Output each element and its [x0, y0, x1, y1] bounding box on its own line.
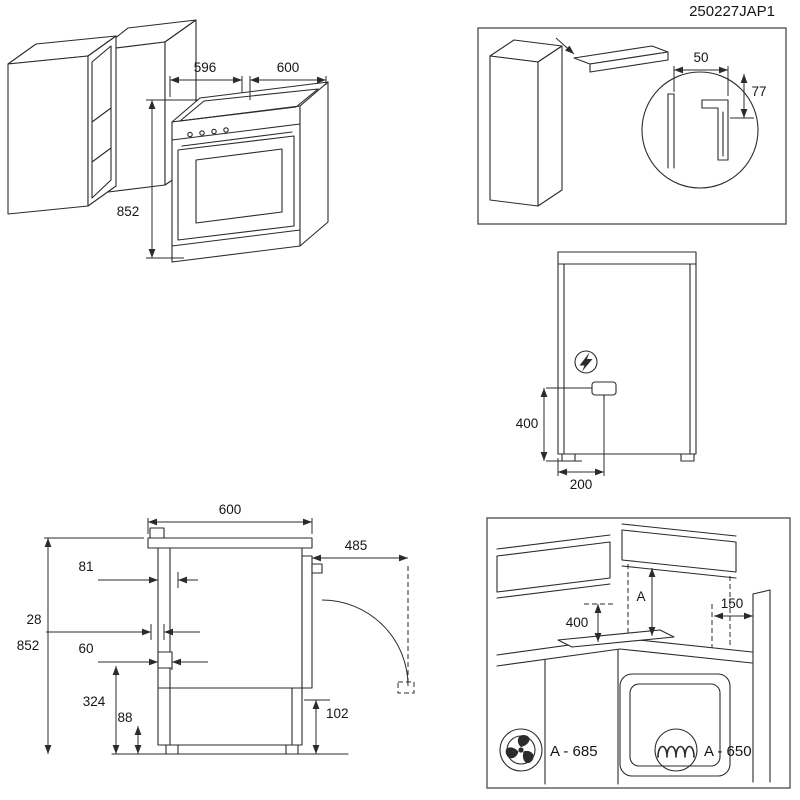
electrical-connection: [574, 350, 617, 402]
induction-coil-icon: [654, 728, 698, 772]
dim-door-open-depth: 485: [345, 538, 368, 553]
anti-tip-bracket-panel: 50 77: [477, 27, 787, 225]
dim-niche-width: 596: [194, 60, 217, 75]
side-dimensions: 600 485 852 81 28 60 324: [17, 502, 408, 754]
dim-bracket-height: 77: [751, 84, 766, 99]
dim-appliance-width: 600: [277, 60, 300, 75]
legend-fan-label: A - 685: [550, 743, 598, 760]
oven-door: [177, 135, 295, 241]
doc-code: 250227JAP1: [689, 3, 775, 20]
dim-rear-gap: 28: [26, 612, 41, 627]
knob-icon: [187, 131, 193, 138]
knob-icon: [211, 128, 217, 135]
appliance-front: [619, 673, 731, 777]
upper-left-cabinet: [496, 534, 611, 599]
drawer-line: [171, 229, 301, 247]
legend: A - 685 A - 650: [499, 728, 752, 772]
door-open-foot: [397, 681, 415, 694]
dim-total-height: 852: [17, 638, 40, 653]
foot: [680, 453, 695, 462]
base-units: [544, 649, 731, 785]
bracket-rail: [555, 37, 669, 73]
body: [157, 547, 303, 746]
upper-right-cabinet: [621, 523, 737, 579]
door-handle: [311, 563, 323, 574]
knob-icon: [223, 127, 229, 133]
counter: [496, 629, 753, 667]
installation-clearance-panel: 400 A 150 A - 685 A - 650: [486, 517, 791, 789]
worktop: [147, 537, 313, 549]
panel-border: [477, 27, 787, 225]
rear-view: 400 200: [516, 251, 697, 492]
door-closed: [301, 555, 313, 689]
hob: [557, 629, 675, 648]
door-swing-arc: [321, 599, 409, 687]
clearance-dimensions: 400 A 150: [566, 568, 753, 648]
appliance-rear: [557, 251, 697, 455]
dim-rear-top-offset: 81: [78, 559, 93, 574]
knob-icon: [199, 130, 205, 136]
door-handle: [181, 131, 293, 147]
cabinet-left: [7, 35, 117, 215]
terminal-box: [591, 381, 617, 396]
isometric-view: 596 600 852: [7, 19, 329, 263]
dim-rear-mid-offset: 60: [78, 641, 93, 656]
bracket-detail-circle: 50 77: [641, 50, 767, 189]
dim-height: 852: [117, 204, 140, 219]
dim-connection-height: 324: [83, 694, 106, 709]
lightning-bolt-icon: [579, 352, 593, 372]
cooker-side: [299, 81, 329, 247]
dim-hood-clearance: A: [636, 589, 645, 604]
rear-dimensions: 400 200: [516, 387, 605, 492]
dim-bracket-width: 50: [693, 50, 708, 65]
dim-connection-height: 400: [516, 416, 539, 431]
bracket-profile: [701, 99, 729, 161]
iso-dimensions: 596 600 852: [117, 60, 327, 259]
dim-bottom-right: 102: [326, 706, 349, 721]
cooker-isometric: [171, 81, 329, 263]
legend-coil-label: A - 650: [704, 743, 752, 760]
oven-window: [195, 148, 283, 224]
fan-icon: [499, 728, 543, 772]
dim-cabinet-clearance: 400: [566, 615, 589, 630]
foot: [285, 744, 299, 755]
foot: [165, 744, 179, 755]
dim-connection-offset: 200: [570, 477, 593, 492]
control-panel-line: [171, 123, 301, 141]
foot: [561, 453, 576, 462]
tall-unit-right: [752, 589, 771, 783]
dim-bottom-left: 88: [117, 710, 132, 725]
side-view: 600 485 852 81 28 60 324: [17, 502, 415, 755]
connection-box: [157, 651, 173, 669]
rear-trim: [149, 527, 165, 539]
bracket-cabinet: [489, 39, 563, 207]
dim-width: 600: [219, 502, 242, 517]
dim-side-clearance: 150: [721, 596, 744, 611]
bracket-leader-arrow: [555, 37, 575, 55]
panel-border: [486, 517, 791, 789]
